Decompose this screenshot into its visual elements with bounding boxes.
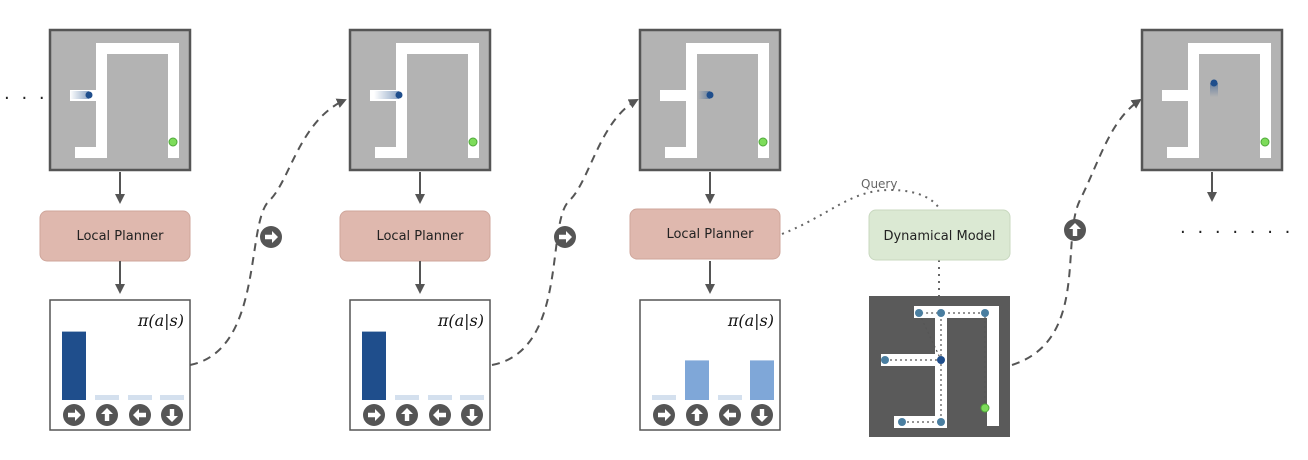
local-planner-box (39, 210, 191, 262)
arrow-up-icon (96, 404, 118, 426)
arrow-up-icon (686, 404, 708, 426)
goal-marker (168, 137, 178, 147)
transition-curve-3 (1011, 98, 1142, 366)
policy-bar-arrow-down (460, 395, 484, 400)
policy-bar-arrow-right (362, 331, 386, 400)
policy-bar-arrow-left (128, 395, 152, 400)
maze-corridor (1162, 90, 1199, 101)
curve-arrow-right-icon (260, 226, 282, 248)
arrow-up-icon (396, 404, 418, 426)
arrow-down-icon (751, 404, 773, 426)
arrow-left-icon (129, 404, 151, 426)
policy-bar-arrow-left (718, 395, 742, 400)
dynamical-model-box (868, 209, 1011, 261)
arrow-right-icon (363, 404, 385, 426)
path-node (881, 356, 889, 364)
model-maze (869, 296, 1010, 437)
maze-corridor (686, 43, 769, 54)
policy-panel-1: π(a|s) (49, 299, 191, 431)
ellipsis-right: · · · · · · · (1180, 222, 1293, 243)
maze-corridor (468, 43, 479, 158)
curve-arrow-up-icon (1064, 219, 1086, 241)
maze-corridor (665, 147, 697, 158)
path-node (981, 309, 989, 317)
model-maze-corridor (881, 354, 947, 366)
local-planner-label: Local Planner (76, 229, 164, 244)
path-node-current (937, 356, 945, 364)
policy-bar-arrow-down (160, 395, 184, 400)
maze-1 (48, 28, 192, 172)
model-maze-corridor (987, 306, 999, 426)
policy-bar-arrow-right (652, 395, 676, 400)
local-planner-box (339, 210, 491, 262)
transition-curve-1 (189, 98, 347, 366)
arrow-left-icon (719, 404, 741, 426)
maze-4 (1140, 28, 1284, 172)
policy-label: π(a|s) (437, 311, 484, 330)
goal-marker (468, 137, 478, 147)
dynamical-model-label: Dynamical Model (883, 229, 995, 244)
maze-3 (638, 28, 782, 172)
local-planner-label: Local Planner (376, 229, 464, 244)
policy-bar-arrow-up (395, 395, 419, 400)
goal-marker (980, 403, 990, 413)
agent-marker (706, 91, 714, 99)
maze-2 (348, 28, 492, 172)
policy-bar-arrow-left (428, 395, 452, 400)
goal-marker (1260, 137, 1270, 147)
policy-label: π(a|s) (727, 311, 774, 330)
maze-corridor (375, 147, 407, 158)
maze-corridor (75, 147, 107, 158)
local-planner-box (629, 208, 781, 260)
policy-panel-2: π(a|s) (349, 299, 491, 431)
maze-corridor (1167, 147, 1199, 158)
policy-panel-3: π(a|s) (639, 299, 781, 431)
agent-marker (1210, 79, 1218, 87)
maze-corridor (96, 43, 179, 54)
path-node (937, 309, 945, 317)
policy-bar-arrow-down (750, 360, 774, 400)
path-node (937, 418, 945, 426)
transition-curve-2 (491, 99, 639, 366)
path-node (898, 418, 906, 426)
arrow-right-icon (63, 404, 85, 426)
arrow-right-icon (653, 404, 675, 426)
model-maze-corridor (894, 416, 947, 428)
planned-path-branch (885, 312, 942, 361)
maze-corridor (168, 43, 179, 158)
maze-corridor (758, 43, 769, 158)
maze-corridor (396, 43, 479, 54)
agent-marker (85, 91, 93, 99)
policy-bar-arrow-up (95, 395, 119, 400)
goal-marker (758, 137, 768, 147)
maze-corridor (660, 90, 697, 101)
maze-corridor (1188, 43, 1271, 54)
arrow-down-icon (161, 404, 183, 426)
local-planner-label: Local Planner (666, 227, 754, 242)
path-node (915, 309, 923, 317)
policy-label: π(a|s) (137, 311, 184, 330)
arrow-down-icon (461, 404, 483, 426)
query-label: Query (861, 177, 897, 191)
policy-bar-arrow-right (62, 331, 86, 400)
arrow-left-icon (429, 404, 451, 426)
curve-arrow-right-icon (554, 226, 576, 248)
policy-bar-arrow-up (685, 360, 709, 400)
maze-corridor (1260, 43, 1271, 158)
agent-marker (395, 91, 403, 99)
